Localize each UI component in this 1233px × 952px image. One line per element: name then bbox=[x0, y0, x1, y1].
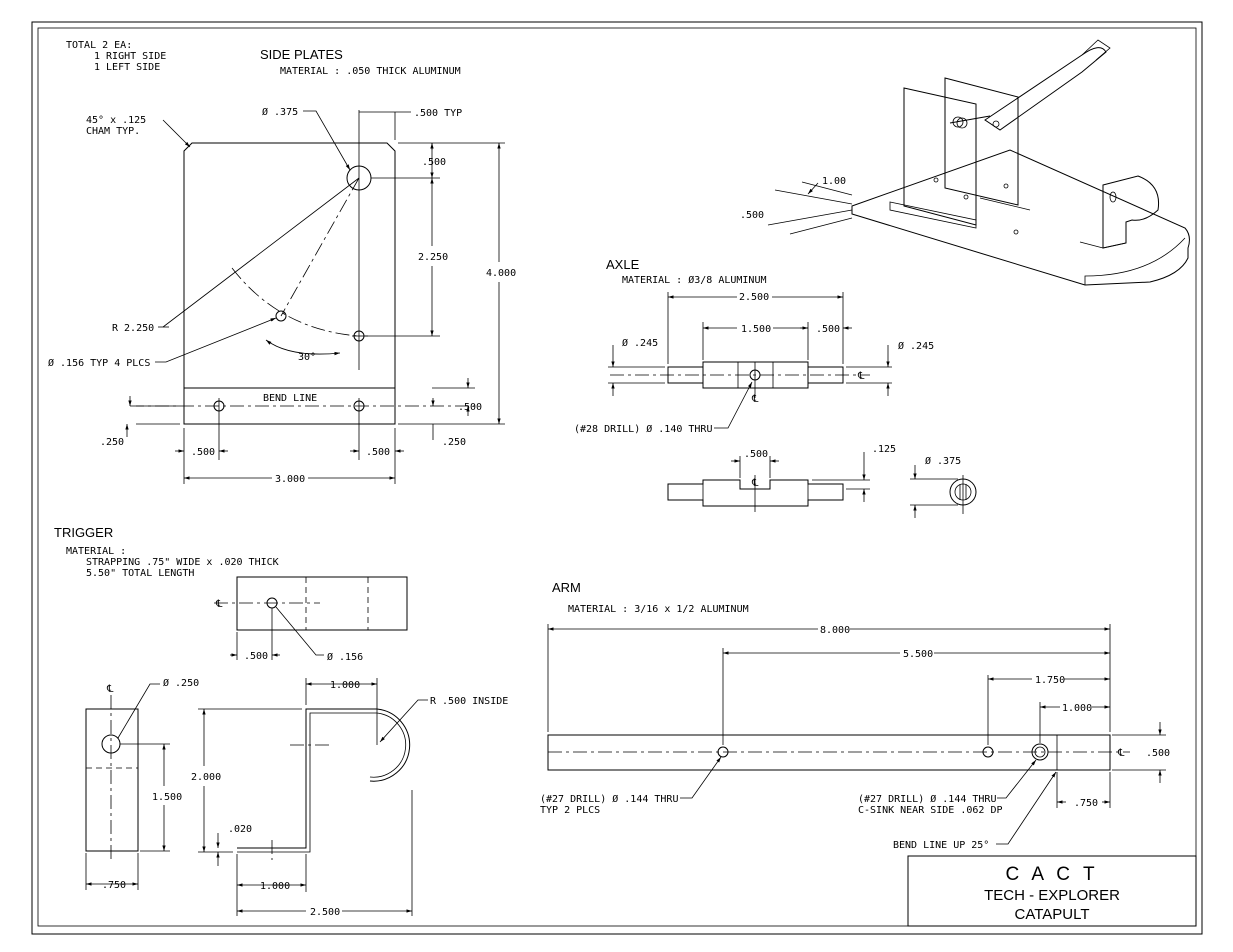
dim-4000: 4.000 bbox=[486, 268, 516, 279]
arm-view: ARM MATERIAL : 3/16 x 1/2 ALUMINUM ℄ 8.0… bbox=[540, 580, 1170, 851]
axle-dim-1500: 1.500 bbox=[741, 324, 771, 335]
angled-centerline bbox=[280, 177, 360, 317]
trigger-dim-750: .750 bbox=[102, 880, 126, 891]
trigger-flat-cl: ℄ bbox=[215, 599, 223, 610]
trigger-dim-020: .020 bbox=[228, 824, 252, 835]
arm-bend-note: BEND LINE UP 25° bbox=[893, 840, 989, 851]
side-plates-material: MATERIAL : .050 THICK ALUMINUM bbox=[280, 66, 461, 77]
axle-title: AXLE bbox=[606, 257, 640, 272]
angle-label: 30° bbox=[298, 352, 316, 363]
trigger-hole-250: Ø .250 bbox=[163, 677, 199, 689]
dim-250-right: .250 bbox=[442, 437, 466, 448]
dim-2250: 2.250 bbox=[418, 252, 448, 263]
chamfer-note-2: CHAM TYP. bbox=[86, 126, 140, 137]
arm-dim-1750: 1.750 bbox=[1035, 675, 1065, 686]
axle-dim-125: .125 bbox=[872, 444, 896, 455]
arm-drill-right-2: C-SINK NEAR SIDE .062 DP bbox=[858, 805, 1003, 816]
axle-dia-right: Ø .245 bbox=[898, 340, 934, 352]
trigger-dim-1500: 1.500 bbox=[152, 792, 182, 803]
side-plates-title: SIDE PLATES bbox=[260, 47, 343, 62]
trigger-title: TRIGGER bbox=[54, 525, 113, 540]
arm-dim-500: .500 bbox=[1146, 748, 1170, 759]
dim-500-bottom-left: .500 bbox=[191, 447, 215, 458]
trigger-view: TRIGGER MATERIAL : STRAPPING .75" WIDE x… bbox=[54, 525, 508, 918]
side-plate-outline bbox=[183, 142, 396, 425]
radius-label: R 2.250 bbox=[112, 323, 154, 334]
qty-line-3: 1 LEFT SIDE bbox=[94, 62, 160, 73]
axle-drill-note: (#28 DRILL) Ø .140 THRU bbox=[574, 423, 712, 435]
trigger-profile bbox=[237, 708, 411, 849]
trigger-end-view bbox=[85, 708, 139, 852]
trigger-dim-2000: 2.000 bbox=[191, 772, 221, 783]
arm-bar bbox=[547, 734, 1111, 771]
inner-border bbox=[37, 27, 1197, 927]
radius-arc bbox=[231, 267, 360, 337]
iso-front-plate bbox=[903, 87, 977, 226]
small-hole-arc bbox=[275, 310, 287, 322]
trigger-flat-pattern bbox=[236, 576, 408, 631]
trigger-material-label: MATERIAL : bbox=[66, 546, 126, 557]
axle-end-dia: Ø .375 bbox=[925, 455, 961, 467]
iso-arm bbox=[984, 47, 1107, 131]
iso-dim-500: .500 bbox=[740, 210, 764, 221]
qty-line-1: TOTAL 2 EA: bbox=[66, 40, 132, 51]
iso-trigger bbox=[1102, 175, 1160, 249]
axle-dim-2500: 2.500 bbox=[739, 292, 769, 303]
iso-rear-plate bbox=[944, 77, 1019, 206]
axle-cl-symbol: ℄ bbox=[751, 394, 759, 405]
trigger-dim-1000-top: 1.000 bbox=[330, 680, 360, 691]
trigger-material-2: 5.50" TOTAL LENGTH bbox=[86, 568, 194, 579]
trigger-dim-2500: 2.500 bbox=[310, 907, 340, 918]
axle-cl-end: ℄ bbox=[857, 371, 865, 382]
trigger-dim-1000-bottom: 1.000 bbox=[260, 881, 290, 892]
arm-drill-right-1: (#27 DRILL) Ø .144 THRU bbox=[858, 793, 996, 805]
axle-material: MATERIAL : Ø3/8 ALUMINUM bbox=[622, 274, 767, 286]
small-holes-note: Ø .156 TYP 4 PLCS bbox=[48, 357, 150, 369]
chamfer-note-1: 45° x .125 bbox=[86, 115, 146, 126]
trigger-material-1: STRAPPING .75" WIDE x .020 THICK bbox=[86, 557, 279, 568]
radius-leader bbox=[162, 177, 360, 328]
arm-cl-symbol: ℄ bbox=[1117, 748, 1125, 759]
axle-slot-dim-500: .500 bbox=[744, 449, 768, 460]
title-block: C A C T TECH - EXPLORER CATAPULT bbox=[907, 855, 1197, 927]
arm-dim-1000: 1.000 bbox=[1062, 703, 1092, 714]
title-org: C A C T bbox=[1005, 864, 1098, 885]
dim-500-bottom-right: .500 bbox=[366, 447, 390, 458]
trigger-hole-156: Ø .156 bbox=[327, 651, 363, 663]
trigger-radius: R .500 INSIDE bbox=[430, 696, 508, 707]
pivot-hole-dia: Ø .375 bbox=[262, 106, 298, 118]
arm-drill-left-1: (#27 DRILL) Ø .144 THRU bbox=[540, 793, 678, 805]
title-block-frame bbox=[907, 855, 1197, 927]
dim-500-side: .500 bbox=[458, 402, 482, 413]
title-line-1: TECH - EXPLORER bbox=[984, 887, 1120, 904]
iso-base bbox=[851, 149, 1190, 286]
dim-3000: 3.000 bbox=[275, 474, 305, 485]
qty-line-2: 1 RIGHT SIDE bbox=[94, 51, 166, 62]
trigger-end-cl: ℄ bbox=[106, 684, 114, 695]
axle-view: AXLE MATERIAL : Ø3/8 ALUMINUM ℄ ℄ 2.500 … bbox=[574, 257, 977, 518]
arm-drill-left-2: TYP 2 PLCS bbox=[540, 805, 600, 816]
side-plates-view: TOTAL 2 EA: 1 RIGHT SIDE 1 LEFT SIDE SID… bbox=[48, 40, 516, 485]
bend-line-label: BEND LINE bbox=[263, 393, 317, 404]
trigger-dim-500: .500 bbox=[244, 651, 268, 662]
arm-title: ARM bbox=[552, 580, 581, 595]
axle-dim-500: .500 bbox=[816, 324, 840, 335]
iso-dim-100: 1.00 bbox=[822, 176, 846, 187]
dim-500-typ: .500 TYP bbox=[414, 108, 462, 119]
arm-dim-8000: 8.000 bbox=[820, 625, 850, 636]
arm-dim-750: .750 bbox=[1074, 798, 1098, 809]
arm-hole-left bbox=[717, 746, 729, 758]
isometric-view: 1.00 .500 bbox=[740, 39, 1190, 286]
outer-border bbox=[31, 21, 1203, 935]
dim-250-left: .250 bbox=[100, 437, 124, 448]
axle-slot-cl: ℄ bbox=[751, 478, 759, 489]
arm-hole-csink bbox=[1031, 743, 1049, 761]
title-line-2: CATAPULT bbox=[1014, 906, 1089, 923]
axle-dia-left: Ø .245 bbox=[622, 337, 658, 349]
arm-material: MATERIAL : 3/16 x 1/2 ALUMINUM bbox=[568, 604, 749, 615]
arm-dim-5500: 5.500 bbox=[903, 649, 933, 660]
arm-hole-middle bbox=[982, 746, 994, 758]
dim-500-top: .500 bbox=[422, 157, 446, 168]
